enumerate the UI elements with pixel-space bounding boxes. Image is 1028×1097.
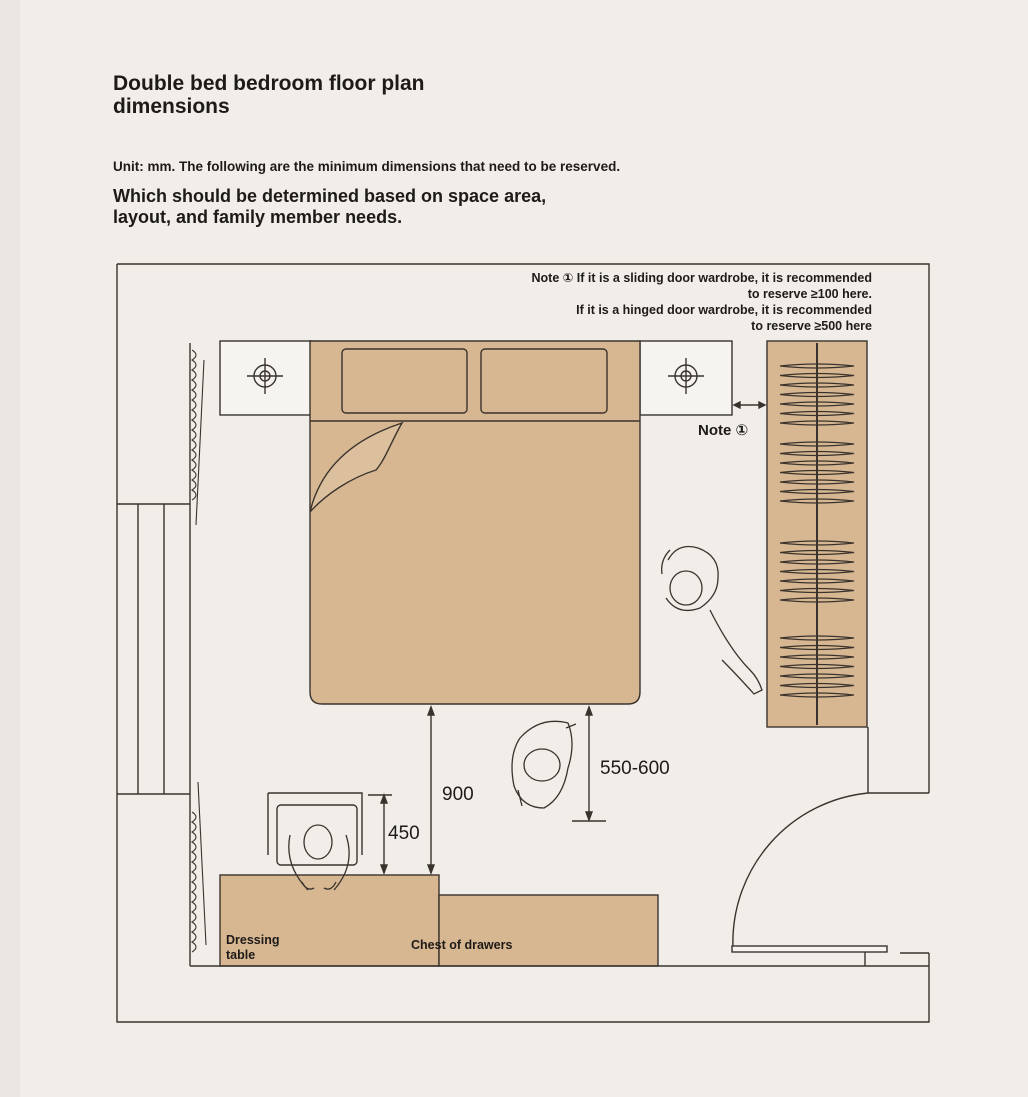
hanger-icon [779,654,855,660]
hanger-icon [779,363,855,698]
hanger-icon [779,549,855,556]
person-icon [661,545,763,695]
dressing-table [219,874,440,967]
person-icon [288,824,350,891]
floor-plan [116,263,930,1023]
hanger-icon [779,692,855,698]
double-bed [309,340,641,705]
dressing-table-label: Dressing table [226,933,280,962]
pillow [480,348,608,414]
room-wall [116,263,930,1023]
dimension-label-450: 450 [388,823,420,844]
note-marker: Note ① [698,422,749,439]
hanger-icon [779,488,855,495]
lamp-icon [668,358,704,394]
subtitle: Which should be determined based on spac… [113,186,547,227]
hanger-icon [779,410,855,417]
dimension-label-900: 900 [442,784,474,805]
chest-of-drawers [438,894,659,967]
page-title: Double bed bedroom floor plan dimensions [113,72,425,118]
bed-sheet-fold [309,421,404,513]
dimension-900 [426,705,436,875]
note-line: Note ① If it is a sliding door wardrobe,… [531,271,873,285]
note-line: to reserve ≥500 here [751,319,872,333]
hanger-icon [779,460,855,466]
hanger-icon [779,540,855,546]
hanger-icon [779,450,855,457]
hanger-icon [779,372,855,379]
wardrobe [766,340,868,728]
hanger-icon [779,391,855,398]
lamp-icon [247,358,283,394]
hanger-icon [779,469,855,476]
hanger-icon [779,479,855,485]
hanger-icon [779,663,855,670]
hanger-icon [779,644,855,651]
hanger-icon [779,420,855,426]
hanger-icon [779,401,855,407]
dimension-450 [368,793,392,875]
hanger-icon [779,673,855,679]
note-line: to reserve ≥100 here. [747,287,872,301]
hanger-icon [779,559,855,565]
nightstand-left [219,340,313,416]
dimension-550-600 [572,705,606,822]
hanger-icon [779,635,855,641]
hanger-icon [779,568,855,575]
hanger-icon [779,578,855,584]
wardrobe-clearance-arrow [732,400,767,410]
door [731,727,929,967]
chest-of-drawers-label: Chest of drawers [411,938,513,952]
hanger-icon [779,382,855,388]
window [117,343,191,966]
wardrobe-note: Note ① If it is a sliding door wardrobe,… [440,270,873,334]
hanger-icon [779,498,855,504]
pillow [341,348,468,414]
hanger-icon [779,587,855,594]
hanger-icon [779,441,855,447]
hanger-icon [779,597,855,603]
person-icon [511,720,577,809]
chair [267,792,363,866]
curtain-icon [190,349,207,953]
dimension-label-550-600: 550-600 [600,758,670,779]
note-line: If it is a hinged door wardrobe, it is r… [576,303,872,317]
page: Double bed bedroom floor plan dimensions… [20,0,1028,1097]
hanger-icon [779,682,855,689]
hanger-icon [779,363,855,369]
unit-note: Unit: mm. The following are the minimum … [113,159,621,174]
